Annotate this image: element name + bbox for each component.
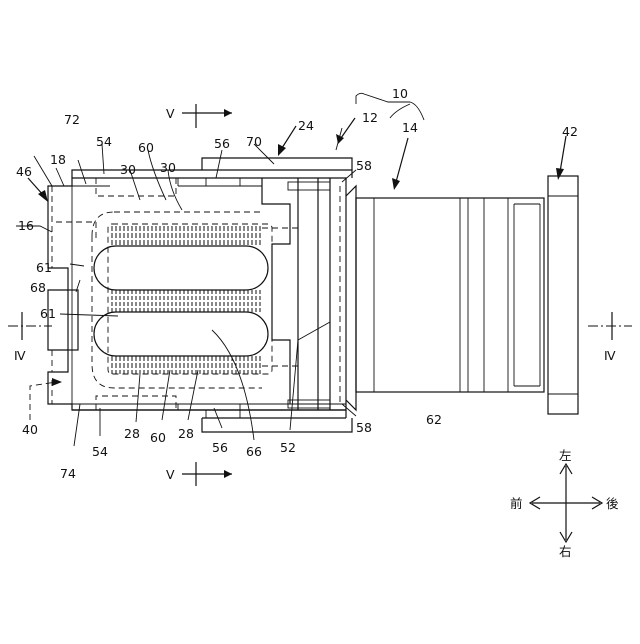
label-40: 40 bbox=[22, 422, 38, 437]
label-62: 62 bbox=[426, 412, 442, 427]
direction-front-label: 前 bbox=[510, 496, 523, 511]
section-v-bottom: V bbox=[166, 467, 175, 482]
label-60-top: 60 bbox=[138, 140, 154, 155]
label-66: 66 bbox=[246, 444, 262, 459]
label-61-a: 61 bbox=[36, 260, 52, 275]
direction-rear-label: 後 bbox=[606, 496, 619, 511]
section-marks: V V Ⅳ Ⅳ bbox=[14, 106, 616, 482]
section-lines bbox=[8, 104, 632, 486]
main-housing bbox=[48, 158, 352, 432]
label-56-top: 56 bbox=[214, 136, 230, 151]
label-58-bottom: 58 bbox=[356, 420, 372, 435]
fin-rows bbox=[112, 226, 260, 374]
section-iv-left: Ⅳ bbox=[14, 348, 26, 363]
direction-right-label: 右 bbox=[559, 544, 572, 559]
direction-left-label: 左 bbox=[559, 448, 572, 463]
label-10: 10 bbox=[392, 86, 408, 101]
label-68: 68 bbox=[30, 280, 46, 295]
label-52: 52 bbox=[280, 440, 296, 455]
cooling-channels bbox=[94, 246, 268, 356]
label-30-a: 30 bbox=[120, 162, 136, 177]
label-12: 12 bbox=[362, 110, 378, 125]
label-30-b: 30 bbox=[160, 160, 176, 175]
label-54-top: 54 bbox=[96, 134, 112, 149]
label-42: 42 bbox=[562, 124, 578, 139]
section-v-top: V bbox=[166, 106, 175, 121]
label-18: 18 bbox=[50, 152, 66, 167]
label-28-b: 28 bbox=[178, 426, 194, 441]
label-70: 70 bbox=[246, 134, 262, 149]
section-iv-right: Ⅳ bbox=[604, 348, 616, 363]
label-72: 72 bbox=[64, 112, 80, 127]
label-61-b: 61 bbox=[40, 306, 56, 321]
hidden-outlines bbox=[52, 178, 298, 410]
label-56-bottom: 56 bbox=[212, 440, 228, 455]
label-46: 46 bbox=[16, 164, 32, 179]
label-58-top: 58 bbox=[356, 158, 372, 173]
label-74: 74 bbox=[60, 466, 76, 481]
label-54-bottom: 54 bbox=[92, 444, 108, 459]
label-60-bottom: 60 bbox=[150, 430, 166, 445]
label-28-a: 28 bbox=[124, 426, 140, 441]
motor-body bbox=[346, 176, 578, 414]
label-14: 14 bbox=[402, 120, 418, 135]
label-24: 24 bbox=[298, 118, 314, 133]
direction-compass: 左 右 前 後 bbox=[510, 448, 619, 559]
label-16: 16 bbox=[18, 218, 34, 233]
